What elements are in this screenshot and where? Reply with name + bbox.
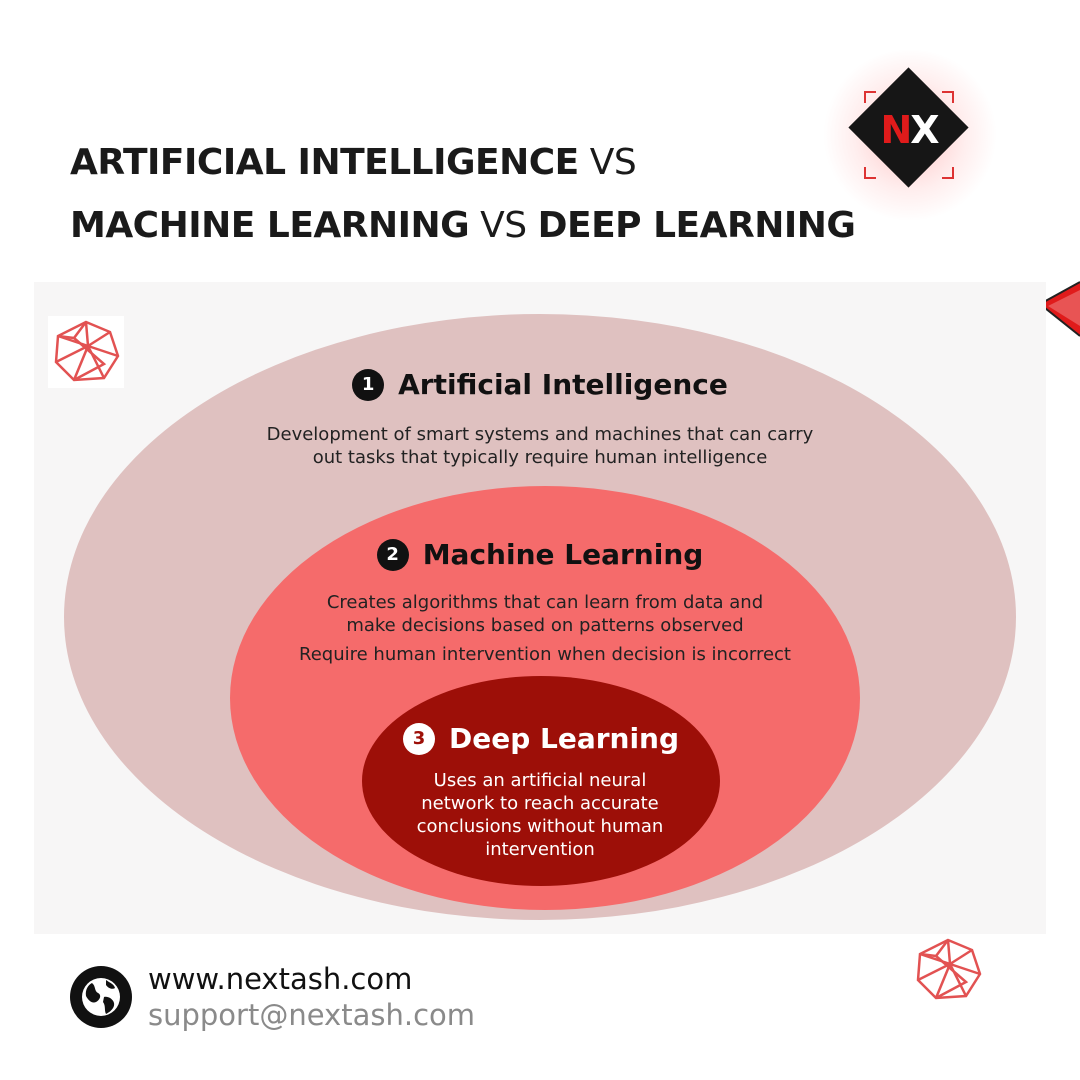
- logo-corner: [942, 167, 954, 179]
- ml-description-line: make decisions based on patterns observe…: [346, 615, 744, 636]
- nx-logo: NX: [820, 50, 1000, 220]
- website-link[interactable]: www.nextash.com: [148, 962, 413, 996]
- logo-letters: NX: [866, 108, 952, 152]
- polyhedron-icon: [910, 934, 986, 1006]
- dl-description-line: intervention: [485, 839, 595, 860]
- dl-heading-text: Deep Learning: [448, 722, 680, 755]
- email-link[interactable]: support@nextash.com: [148, 998, 476, 1032]
- logo-letter-x: X: [910, 108, 939, 152]
- dl-description-line: Uses an artificial neural: [433, 770, 647, 791]
- ml-number-badge: 2: [376, 538, 409, 571]
- polyhedron-icon: [48, 316, 124, 388]
- dl-description-line: conclusions without human: [416, 816, 664, 837]
- ml-description-line: Creates algorithms that can learn from d…: [326, 592, 764, 613]
- ml-heading: 2 Machine Learning: [0, 538, 1080, 571]
- title-vs-2: VS: [480, 205, 527, 246]
- ai-number-badge: 1: [352, 368, 385, 401]
- ai-description-line: Development of smart systems and machine…: [266, 424, 814, 445]
- dl-heading: 3 Deep Learning: [360, 722, 722, 755]
- globe-icon: [70, 966, 132, 1028]
- ml-description: Creates algorithms that can learn from d…: [270, 591, 820, 637]
- title-line-2: MACHINE LEARNING VS DEEP LEARNING: [70, 205, 856, 246]
- ai-heading-text: Artificial Intelligence: [398, 368, 728, 401]
- ai-description-line: out tasks that typically require human i…: [312, 447, 768, 468]
- ai-description: Development of smart systems and machine…: [200, 423, 880, 469]
- title-ai: ARTIFICIAL INTELLIGENCE: [70, 142, 579, 183]
- ml-heading-text: Machine Learning: [422, 538, 704, 571]
- logo-corner: [942, 91, 954, 103]
- ml-extra-note: Require human intervention when decision…: [299, 644, 791, 665]
- dl-description: Uses an artificial neural network to rea…: [400, 769, 680, 861]
- title-vs-1: VS: [589, 142, 637, 183]
- dl-description-line: network to reach accurate: [421, 793, 659, 814]
- logo-letter-n: N: [880, 108, 912, 152]
- title-dl: DEEP LEARNING: [537, 205, 856, 246]
- logo-corner: [864, 167, 876, 179]
- title-line-1: ARTIFICIAL INTELLIGENCE VS: [70, 142, 637, 183]
- logo-corner: [864, 91, 876, 103]
- title-ml: MACHINE LEARNING: [70, 205, 470, 246]
- ai-heading: 1 Artificial Intelligence: [0, 368, 1080, 401]
- dl-number-badge: 3: [402, 722, 435, 755]
- dl-ellipse: [362, 676, 720, 886]
